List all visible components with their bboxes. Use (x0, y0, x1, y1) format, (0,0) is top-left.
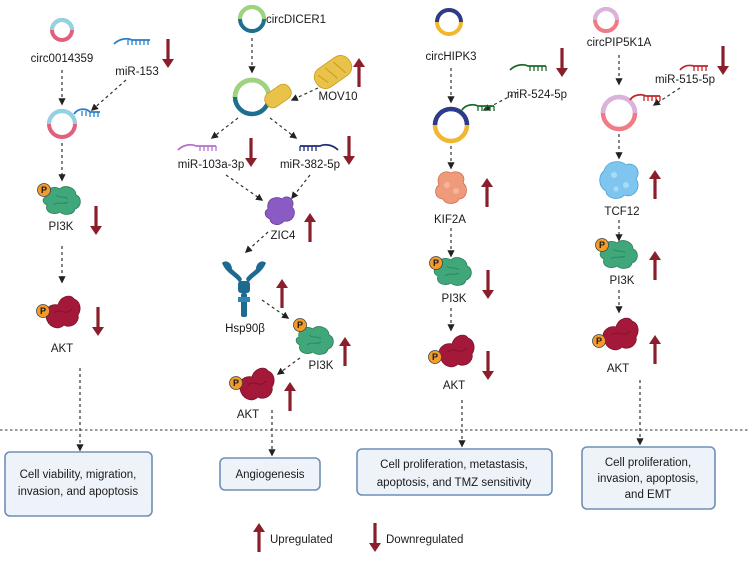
phospho-label: P (233, 378, 239, 388)
mov10-up-arrow (353, 58, 365, 87)
tcf12-up-arrow (649, 170, 661, 199)
kif2a-label: KIF2A (434, 214, 466, 226)
outcome-box: Cell proliferation, metastasis, apoptosi… (356, 448, 553, 496)
akt-icon (438, 334, 475, 368)
zic4-label: ZIC4 (271, 230, 297, 242)
mir-382-5p-down-arrow (343, 136, 355, 165)
zic4-up-arrow (304, 213, 316, 242)
pi3k-down-arrow (482, 270, 494, 299)
mir-515-5p-label: miR-515-5p (655, 74, 715, 86)
circpip5k1a-icon (593, 7, 619, 33)
outcome-line: apoptosis, and TMZ sensitivity (377, 477, 532, 489)
akt-icon (44, 295, 81, 329)
outcome-line: Cell proliferation, metastasis, (380, 459, 528, 471)
outcome-line: Cell proliferation, (605, 457, 691, 469)
legend-up-arrow (253, 523, 265, 552)
pi3k-up-arrow (649, 251, 661, 280)
kif2a-up-arrow (481, 178, 493, 207)
pi3k-label: PI3K (309, 360, 334, 372)
akt-up-arrow (649, 335, 661, 364)
akt-up-arrow (284, 382, 296, 411)
outcome-box: Cell proliferation, invasion, apoptosis,… (581, 446, 716, 510)
phospho-label: P (297, 320, 303, 330)
akt-down-arrow (482, 351, 494, 380)
phospho-label: P (432, 352, 438, 362)
akt-label: AKT (607, 363, 629, 375)
mir-515-5p-icon (679, 64, 708, 71)
circ0014359-label: circ0014359 (31, 53, 94, 65)
circdicer1-icon (238, 5, 266, 33)
outcome-line: invasion, and apoptosis (18, 486, 138, 498)
circdicer1-mov10-complex-icon (232, 77, 292, 117)
mir-153-label: miR-153 (115, 66, 158, 78)
pi3k-up-arrow (339, 337, 351, 366)
pi3k-label: PI3K (49, 221, 74, 233)
mir-153-icon (113, 37, 151, 46)
akt-label: AKT (51, 343, 73, 355)
circhipk3-icon (435, 8, 463, 36)
hsp90b-label: Hsp90β (225, 323, 265, 335)
akt-icon (238, 367, 275, 401)
mir-524-5p-down-arrow (556, 48, 568, 77)
mir-103a-3p-down-arrow (245, 138, 257, 167)
phospho-label: P (40, 306, 46, 316)
phospho-label: P (41, 185, 47, 195)
pi3k-label: PI3K (442, 293, 467, 305)
mir-103a-3p-label: miR-103a-3p (178, 159, 244, 171)
circ0014359-mirna-complex-icon (47, 108, 100, 139)
phospho-label: P (599, 240, 605, 250)
mir-515-5p-down-arrow (717, 46, 729, 75)
akt-label: AKT (237, 409, 259, 421)
mir-103a-3p-icon (177, 143, 217, 151)
mov10-icon (313, 55, 353, 89)
akt-icon (602, 317, 639, 351)
circpip5k1a-mirna-complex-icon (600, 93, 661, 132)
mir-153-down-arrow (162, 39, 174, 68)
tcf12-icon (599, 161, 639, 199)
circdicer1-label: circDICER1 (266, 14, 326, 26)
outcome-box: Angiogenesis (219, 457, 321, 491)
pi3k-label: PI3K (610, 275, 635, 287)
outcome-line: Cell viability, migration, (20, 469, 137, 481)
mir-382-5p-label: miR-382-5p (280, 159, 340, 171)
mir-524-5p-icon (509, 63, 547, 71)
zic4-icon (264, 196, 295, 225)
outcome-line: Angiogenesis (235, 469, 304, 481)
hsp90b-icon (222, 261, 266, 317)
phospho-label: P (433, 258, 439, 268)
kif2a-icon (435, 171, 467, 204)
phospho-label: P (596, 336, 602, 346)
circhipk3-label: circHIPK3 (425, 51, 476, 63)
legend-down-label: Downregulated (386, 534, 463, 546)
mir-524-5p-label: miR-524-5p (507, 89, 567, 101)
circhipk3-mirna-complex-icon (432, 103, 495, 144)
legend-up-label: Upregulated (270, 534, 333, 546)
mir-382-5p-icon (299, 143, 339, 151)
akt-label: AKT (443, 380, 465, 392)
tcf12-label: TCF12 (604, 206, 639, 218)
outcome-line: and EMT (625, 489, 672, 501)
pi3k-down-arrow (90, 206, 102, 235)
circpip5k1a-label: circPIP5K1A (587, 37, 652, 49)
mov10-label: MOV10 (319, 91, 358, 103)
hsp90b-up-arrow (276, 279, 288, 308)
akt-down-arrow (92, 307, 104, 336)
legend: Upregulated Downregulated (253, 523, 463, 552)
legend-down-arrow (369, 523, 381, 552)
outcome-line: invasion, apoptosis, (597, 473, 698, 485)
circ0014359-icon (50, 18, 74, 42)
outcome-box: Cell viability, migration, invasion, and… (4, 451, 153, 517)
